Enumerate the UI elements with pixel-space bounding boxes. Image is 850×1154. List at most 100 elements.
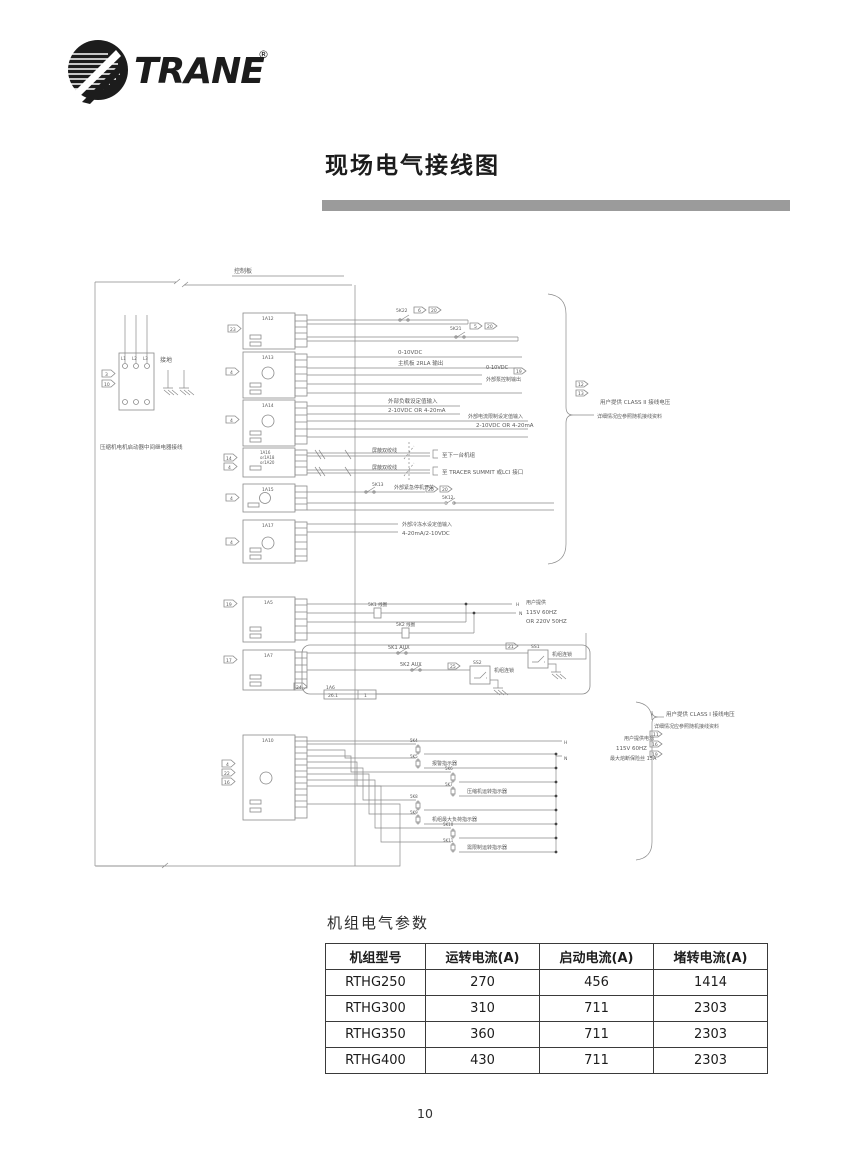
module-1A17: 1A17 4: [225, 519, 308, 564]
l3-label: L3: [143, 356, 148, 361]
tag: 19: [516, 369, 522, 375]
table-cell: 2303: [653, 1047, 768, 1074]
module-1A16: 1A16 or1A18 or1A20 14 4: [223, 447, 308, 478]
annotation-chw-range: 4-20mA/2-10VDC: [402, 531, 450, 537]
module-label: 1A7: [264, 653, 273, 659]
terminal-1: 1: [364, 693, 367, 699]
page-number: 10: [417, 1106, 433, 1121]
annotation-shielded-pair-1: 屏蔽双绞线: [372, 447, 397, 454]
power-note-3: OR 220V 50HZ: [526, 619, 567, 625]
power-note-2: 115V 60HZ: [526, 610, 557, 616]
starter-terminal-block: L1 L2 L3 3 10 接地 压缩机电机启动器中间继电器接线: [100, 315, 195, 451]
module-label: 1A15: [262, 487, 274, 493]
power-note-1: 用户提供: [526, 599, 546, 606]
wires-1A5: 5K1 线圈 5K2 线圈 H N 用户提供 115V 60HZ OR 220V…: [307, 599, 567, 639]
switch-5K9: 5K9: [410, 810, 418, 815]
trane-logo: TRANE ®: [67, 40, 269, 104]
table-cell: RTHG350: [325, 1021, 426, 1048]
tag: 24: [296, 685, 302, 691]
table-cell: RTHG400: [325, 1047, 426, 1074]
annotation-ext-pump-output: 外部泵控制输出: [486, 376, 521, 383]
contact-5K2-aux: 5K2 AUX: [400, 662, 422, 668]
tag: 4: [230, 540, 233, 546]
h-terminal-2: H: [564, 740, 567, 746]
switch-SS1: SS1: [531, 644, 540, 650]
h-terminal: H: [516, 602, 519, 608]
tag: 16: [652, 742, 658, 748]
switch-label-5K13: 5K13: [372, 482, 384, 488]
class2-brace: 12 13 用户提供 CLASS II 接线电压 详细情况应参照随机接线资料: [547, 293, 671, 565]
tag: 19: [226, 602, 232, 608]
annotation-chw-setpoint: 外部冷冻水设定值输入: [402, 521, 452, 528]
module-1A5: 1A5 19: [223, 596, 308, 643]
switch-5K10: 5K10: [443, 822, 454, 827]
module-label: 1A16: [260, 450, 271, 455]
coil-5K1: 5K1 线圈: [368, 601, 388, 608]
module-label: 1A17: [262, 523, 274, 529]
table-cell: 2303: [653, 1021, 768, 1048]
module-label: 1A13: [262, 355, 274, 361]
wires-1A12: 5K22 6 20 5K21 5 20: [307, 306, 519, 342]
page-title: 现场电气接线图: [325, 153, 500, 179]
module-label: 1A10: [262, 738, 274, 744]
ground-label: 接地: [160, 356, 172, 364]
tag-3: 3: [105, 372, 108, 378]
switch-5K7: 5K7: [445, 782, 453, 787]
module-1A14: 1A14 4: [225, 399, 308, 447]
trane-wordmark: TRANE: [134, 51, 265, 92]
tag: 17: [226, 658, 232, 664]
tag: 6: [418, 308, 421, 314]
table-cell: RTHG300: [325, 995, 426, 1022]
l1-label: L1: [121, 356, 126, 361]
annotation-signal-range: 2-10VDC OR 4-20mA: [388, 408, 446, 414]
interlock-label-1: 机组连锁: [552, 651, 572, 658]
table-header-cell: 启动电流(A): [539, 943, 654, 970]
switch-label-5K12: 5K12: [442, 495, 454, 501]
module-1A7: 1A7 17: [223, 649, 308, 691]
interlock-label-2: 机组连锁: [494, 667, 514, 674]
tag: 20: [442, 487, 448, 493]
power-supply-note-3: 最大熔断保险丝 15A: [610, 755, 657, 762]
power-supply-note-2: 115V 60HZ: [616, 746, 647, 752]
module-1A13: 1A13 4: [225, 351, 308, 399]
switch-label-5K21: 5K21: [450, 326, 462, 332]
tag: 4: [230, 370, 233, 376]
table-header-cell: 运转电流(A): [425, 943, 540, 970]
tag-10: 10: [104, 382, 110, 388]
table-cell: 310: [425, 995, 540, 1022]
power-supply-note-1: 用户提供电源: [624, 735, 654, 742]
switch-5K5: 5K5: [410, 754, 418, 759]
annotation-current-limit: 外部电流限制设定值输入: [468, 413, 523, 420]
tag: 19: [652, 752, 658, 758]
module-1A15: 1A15 4: [225, 483, 308, 513]
wires-1A7-interlock: 5K1 AUX 21 SS1 机组连锁 5K2 AUX 25 SS2 机组连锁 …: [293, 633, 591, 700]
indicator-compressor-run: 压缩机运转指示器: [467, 788, 507, 795]
tag: 22: [224, 771, 230, 777]
table-header-cell: 堵转电流(A): [653, 943, 768, 970]
indicator-max-capacity: 机组最大负荷指示器: [432, 816, 477, 823]
ground-symbol: [163, 370, 195, 396]
wires-1A10-indicators: H N 用户提供电源 115V 60HZ 最大熔断保险丝 15A 5K4 5K5…: [96, 735, 657, 867]
wires-1A14: 外部负载设定值输入 2-10VDC OR 4-20mA 外部电流限制设定值输入 …: [307, 397, 534, 438]
annotation-signal-range-2: 2-10VDC OR 4-20mA: [476, 423, 534, 429]
table-cell: 711: [539, 995, 654, 1022]
wires-1A16: 屏蔽双绞线 屏蔽双绞线 至下一台机组 至 TRACER SUMMIT 或LCI …: [307, 442, 523, 482]
class1-voltage-note: 用户提供 CLASS I 接线电压: [666, 710, 735, 718]
tag: 4: [226, 762, 229, 768]
tag: 21: [508, 644, 514, 650]
tag: 20: [428, 487, 434, 493]
tag: 14: [226, 456, 232, 462]
annotation-ext-setpoint: 外部负载设定值输入: [388, 397, 438, 405]
table-cell: 711: [539, 1021, 654, 1048]
diagram-frame: [94, 275, 356, 869]
annotation-next-unit: 至下一台机组: [442, 451, 476, 459]
class1-brace: 用户提供 CLASS I 接线电压 详细情况应参照随机接线资料 11 16 19: [635, 701, 735, 861]
tag: 12: [578, 382, 584, 388]
wires-1A13: 0-10VDC 主机板 2RLA 输出 0-10VDC 19 外部泵控制输出: [307, 350, 527, 394]
control-panel-label: 控制板: [234, 267, 252, 275]
switch-5K11: 5K11: [443, 838, 454, 843]
